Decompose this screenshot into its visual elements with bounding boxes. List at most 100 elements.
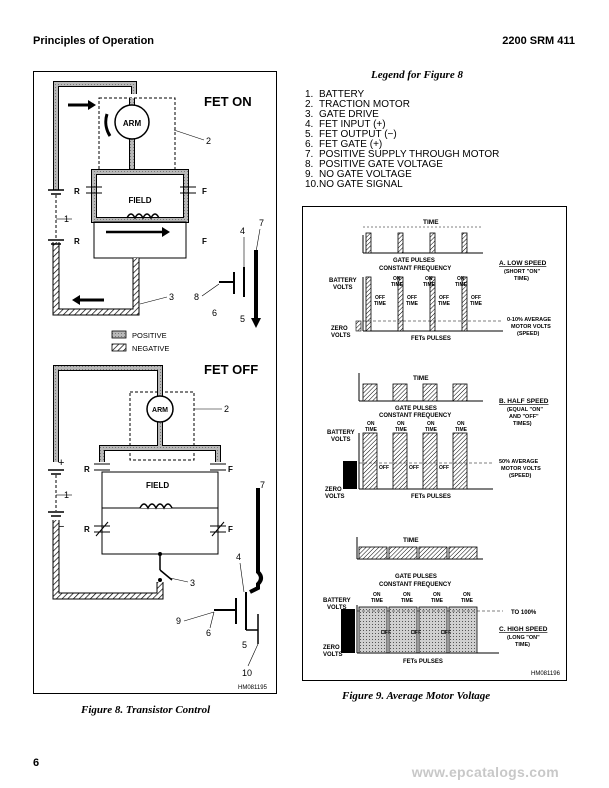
contactor-f-label: F xyxy=(202,237,207,246)
svg-text:BATTERY: BATTERY xyxy=(323,598,351,604)
svg-text:OFF: OFF xyxy=(441,630,451,636)
header-doc-number: 2200 SRM 411 xyxy=(502,35,575,47)
gate-drive-switch-icon xyxy=(159,569,173,581)
callout-6: 6 xyxy=(206,628,211,638)
contactor-f-label: F xyxy=(202,187,207,196)
field-label: FIELD xyxy=(146,481,169,490)
svg-text:OFF: OFF xyxy=(439,465,449,471)
fet-pulse xyxy=(397,276,404,332)
callout-3: 3 xyxy=(190,578,195,588)
svg-text:TIME): TIME) xyxy=(515,642,530,648)
fet-pulse xyxy=(422,432,438,490)
svg-text:OFF: OFF xyxy=(409,465,419,471)
field-label: FIELD xyxy=(128,196,151,205)
svg-text:OFF: OFF xyxy=(439,295,449,301)
figure8-caption: Figure 8. Transistor Control xyxy=(81,704,211,716)
svg-text:TIME: TIME xyxy=(374,301,387,307)
page-number: 6 xyxy=(33,757,40,769)
svg-text:ON: ON xyxy=(425,276,433,282)
callout-6: 6 xyxy=(212,308,217,318)
gate-pulse xyxy=(452,383,468,402)
svg-text:OFF: OFF xyxy=(381,630,391,636)
svg-text:(LONG "ON": (LONG "ON" xyxy=(507,635,540,641)
gate-pulse xyxy=(418,546,448,560)
fet-pulse xyxy=(418,606,448,654)
svg-text:TIME: TIME xyxy=(391,282,404,288)
svg-text:TIME: TIME xyxy=(431,598,444,604)
contactor-r-label: R xyxy=(74,237,80,246)
callout-7: 7 xyxy=(259,218,264,228)
gate-pulse xyxy=(358,546,388,560)
current-arrow-icon xyxy=(88,100,96,110)
svg-text:TIME: TIME xyxy=(365,427,378,433)
legend-item: 4.FET INPUT (+) xyxy=(305,119,386,130)
legend-item: 7.POSITIVE SUPPLY THROUGH MOTOR xyxy=(305,149,500,160)
svg-text:ON: ON xyxy=(397,421,405,427)
contactor-r-label: R xyxy=(74,187,80,196)
field-coil-icon xyxy=(126,213,160,220)
half-speed-title: B. HALF SPEED xyxy=(499,398,549,405)
figure8-diagram: FET ON ARM FIELD R F R F 1 2 3 xyxy=(48,81,268,691)
svg-text:TIME: TIME xyxy=(455,282,468,288)
svg-text:(SPEED): (SPEED) xyxy=(517,331,539,337)
gate-pulse xyxy=(448,546,478,560)
svg-text:CONSTANT FREQUENCY: CONSTANT FREQUENCY xyxy=(379,413,451,419)
svg-text:CONSTANT FREQUENCY: CONSTANT FREQUENCY xyxy=(379,582,451,588)
callout-8: 8 xyxy=(194,292,199,302)
positive-label: POSITIVE xyxy=(132,331,167,340)
gate-pulses-label: GATE PULSES xyxy=(393,258,435,264)
field-coil-icon xyxy=(139,503,173,510)
svg-text:AND "OFF": AND "OFF" xyxy=(509,414,539,420)
legend-item: 8.POSITIVE GATE VOLTAGE xyxy=(305,159,443,170)
current-arrow-icon xyxy=(162,227,170,237)
battery-plus-label: + xyxy=(58,457,64,469)
svg-text:GATE PULSES: GATE PULSES xyxy=(395,406,437,412)
low-avg-label: 0-10% AVERAGE xyxy=(507,317,551,323)
svg-text:TIME: TIME xyxy=(403,537,419,544)
svg-text:ON: ON xyxy=(463,592,471,598)
figure9-caption: Figure 9. Average Motor Voltage xyxy=(342,690,491,702)
low-speed-sub2: TIME) xyxy=(514,276,529,282)
fet-pulse xyxy=(388,606,418,654)
callout-5: 5 xyxy=(242,640,247,650)
legend-item: 1.BATTERY xyxy=(305,89,365,100)
svg-text:TIME: TIME xyxy=(470,301,483,307)
svg-text:TIME: TIME xyxy=(406,301,419,307)
high-speed-title: C. HIGH SPEED xyxy=(499,626,548,633)
fet-pulse xyxy=(362,432,378,490)
svg-text:GATE PULSES: GATE PULSES xyxy=(395,574,437,580)
svg-text:TIME: TIME xyxy=(401,598,414,604)
figure8-frame: FET ON ARM FIELD R F R F 1 2 3 xyxy=(33,71,277,694)
negative-swatch xyxy=(111,343,127,352)
low-speed-title: A. LOW SPEED xyxy=(499,260,547,267)
svg-text:TIME: TIME xyxy=(425,427,438,433)
legend-item: 10.NO GATE SIGNAL xyxy=(305,179,403,190)
contactor-f-label: F xyxy=(228,465,233,474)
current-arrow-icon xyxy=(72,295,80,305)
svg-text:ON: ON xyxy=(457,276,465,282)
svg-text:(SPEED): (SPEED) xyxy=(509,473,531,479)
arm-label: ARM xyxy=(152,407,168,414)
average-voltage-bar xyxy=(343,461,357,489)
legend-item: 5.FET OUTPUT (−) xyxy=(305,129,397,140)
svg-text:OFF: OFF xyxy=(379,465,389,471)
callout-3: 3 xyxy=(169,292,174,302)
svg-text:VOLTS: VOLTS xyxy=(323,652,343,658)
svg-text:TIME: TIME xyxy=(461,598,474,604)
svg-text:ON: ON xyxy=(457,421,465,427)
figure9-frame: TIME GATE PULSES CONSTANT FREQUENCY A. L… xyxy=(302,206,567,681)
svg-text:OFF: OFF xyxy=(411,630,421,636)
fets-pulses-label: FETs PULSES xyxy=(411,336,451,342)
svg-text:VOLTS: VOLTS xyxy=(331,437,351,443)
svg-text:VOLTS: VOLTS xyxy=(327,605,347,611)
zero-volts-label: ZERO xyxy=(331,326,348,332)
svg-text:VOLTS: VOLTS xyxy=(331,333,351,339)
header-section-title: Principles of Operation xyxy=(33,35,155,47)
callout-2: 2 xyxy=(224,404,229,414)
svg-text:ON: ON xyxy=(367,421,375,427)
fet-pulse xyxy=(461,276,468,332)
svg-text:FETs PULSES: FETs PULSES xyxy=(403,659,443,665)
contactor-f-label: F xyxy=(228,525,233,534)
svg-text:TIME: TIME xyxy=(438,301,451,307)
svg-text:FETs PULSES: FETs PULSES xyxy=(411,494,451,500)
